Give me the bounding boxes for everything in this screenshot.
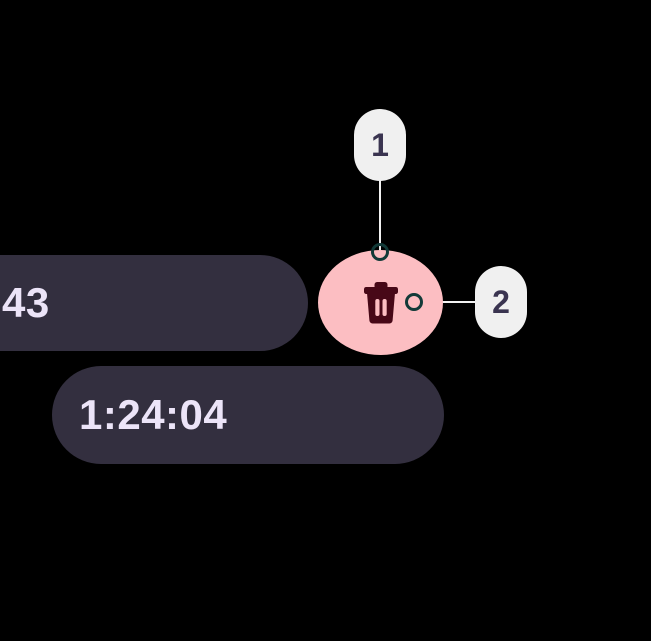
annotation-badge-1[interactable]: 1 [354, 109, 406, 181]
count-chip[interactable]: 43 [0, 255, 308, 351]
annotation-connector-2 [420, 301, 482, 303]
delete-action-button[interactable] [318, 250, 443, 355]
annotation-badge-2-label: 2 [492, 284, 510, 320]
annotation-anchor-dot-1 [371, 243, 389, 261]
count-chip-label: 43 [2, 279, 50, 326]
annotation-anchor-dot-2 [405, 293, 423, 311]
duration-chip[interactable]: 1:24:04 [52, 366, 444, 464]
annotation-connector-1 [379, 176, 381, 254]
annotation-badge-2[interactable]: 2 [475, 266, 527, 338]
trash-icon [362, 281, 400, 325]
duration-chip-label: 1:24:04 [79, 391, 228, 438]
annotation-badge-1-label: 1 [371, 127, 389, 163]
